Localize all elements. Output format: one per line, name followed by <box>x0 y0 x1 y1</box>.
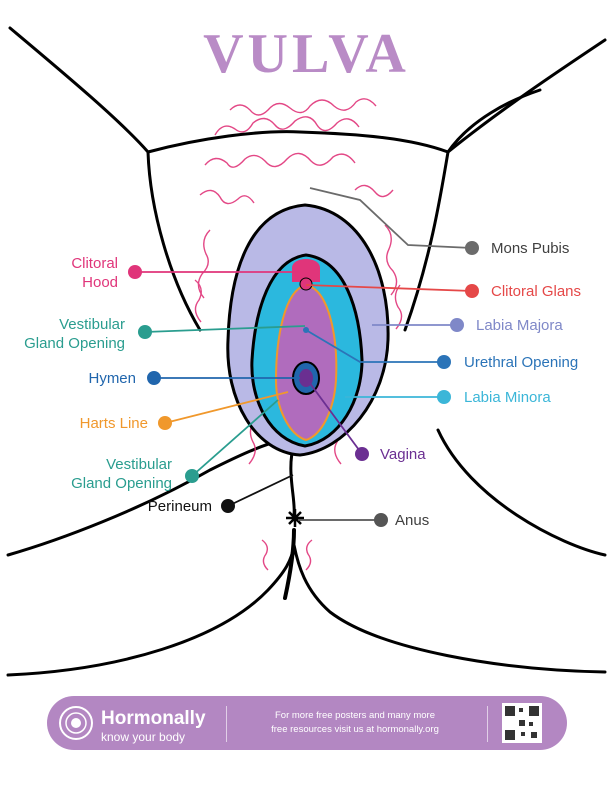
dot-labia-minora <box>437 390 451 404</box>
label-vestibular-gland-1: Vestibular Gland Opening <box>18 315 125 353</box>
promo-line-2: free resources visit us at hormonally.or… <box>271 724 439 735</box>
dot-labia-majora <box>450 318 464 332</box>
label-vestibular-gland-2: Vestibular Gland Opening <box>62 455 172 493</box>
footer-banner <box>47 696 567 750</box>
dot-hymen <box>147 371 161 385</box>
promo-text: For more free posters and many more free… <box>240 709 470 737</box>
clitoral-glans <box>299 277 313 291</box>
label-vagina: Vagina <box>380 446 426 463</box>
label-clitoral-glans: Clitoral Glans <box>491 283 582 300</box>
dot-clitoral-hood <box>128 265 142 279</box>
dot-urethral-opening <box>437 355 451 369</box>
label-anus: Anus <box>395 512 430 529</box>
pubic-hair <box>194 98 403 571</box>
brand-tagline: know your body <box>101 730 186 744</box>
label-labia-minora: Labia Minora <box>464 389 551 406</box>
label-vestibular-gland-2-line2: Gland Opening <box>71 475 172 492</box>
dot-vagina <box>355 447 369 461</box>
brand-name: Hormonally <box>101 708 206 729</box>
body-outline <box>6 26 607 677</box>
leader-dots <box>128 241 479 527</box>
label-hymen: Hymen <box>88 370 136 387</box>
label-harts-line: Harts Line <box>79 415 148 432</box>
qr-code-icon <box>502 703 542 743</box>
dot-vestibular-gland-2 <box>185 469 199 483</box>
dot-mons-pubis <box>465 241 479 255</box>
leader-lines <box>135 187 473 521</box>
page-title: VULVA <box>203 23 410 85</box>
dot-perineum <box>221 499 235 513</box>
label-perineum: Perineum <box>147 498 212 515</box>
label-vestibular-gland-1-line2: Gland Opening <box>24 335 125 352</box>
footer-divider-right <box>487 706 488 742</box>
dot-clitoral-glans <box>465 284 479 298</box>
dot-anus <box>374 513 388 527</box>
dot-harts-line <box>158 416 172 430</box>
footer-divider-left <box>226 706 227 742</box>
label-clitoral-hood-line2: Hood <box>82 274 118 291</box>
label-clitoral-hood-line1: Clitoral <box>71 255 118 272</box>
label-urethral-opening: Urethral Opening <box>464 354 579 371</box>
hormonally-logo-icon <box>59 706 93 740</box>
dot-vestibular-gland-1 <box>138 325 152 339</box>
label-clitoral-hood: Clitoral Hood <box>60 254 118 292</box>
clitoral-hood <box>292 259 320 282</box>
label-mons-pubis: Mons Pubis <box>491 240 570 257</box>
label-labia-majora: Labia Majora <box>476 317 563 334</box>
label-vestibular-gland-1-line1: Vestibular <box>59 316 125 333</box>
label-vestibular-gland-2-line1: Vestibular <box>106 456 172 473</box>
promo-line-1: For more free posters and many more <box>275 710 435 721</box>
anus-mark <box>286 509 304 527</box>
